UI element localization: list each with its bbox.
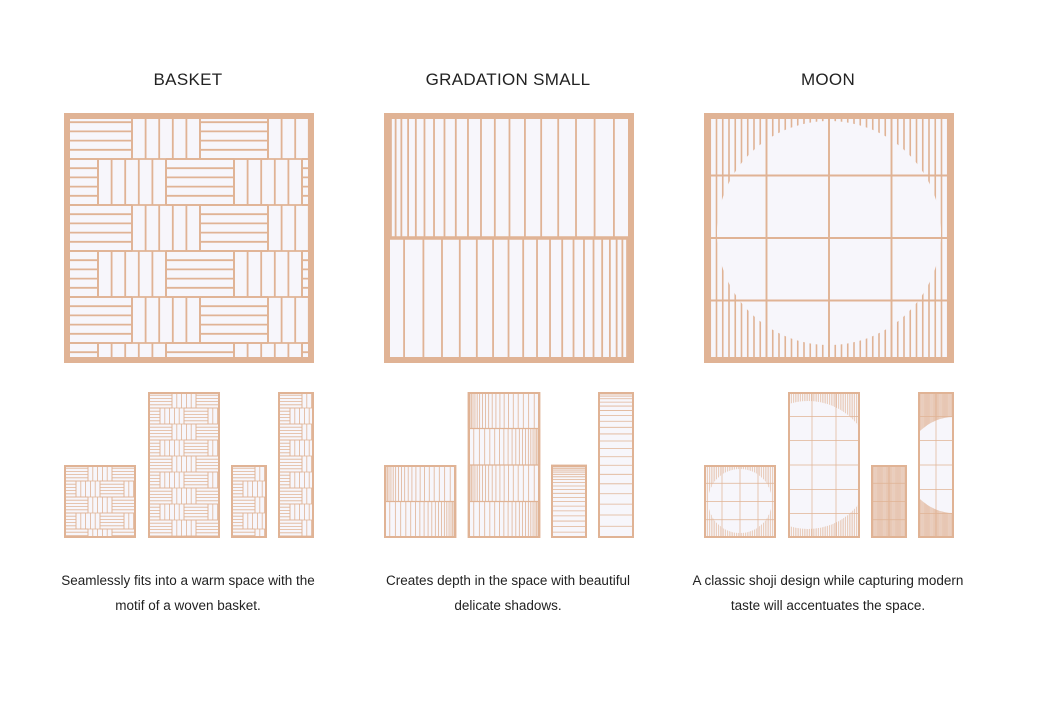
moon-panel-variants — [704, 392, 954, 538]
design-title: MOON — [800, 70, 856, 89]
gradation-pattern-panel — [384, 113, 634, 363]
design-description: Creates depth in the space with beautifu… — [348, 568, 668, 618]
design-title: BASKET — [153, 70, 223, 89]
basket-pattern-panel — [64, 113, 314, 363]
description-line: A classic shoji design while capturing m… — [692, 573, 964, 588]
design-description: Seamlessly fits into a warm space with t… — [28, 568, 348, 618]
basket-panel-variants — [64, 392, 314, 538]
description-line: delicate shadows. — [454, 598, 562, 613]
description-line: motif of a woven basket. — [115, 598, 261, 613]
moon-pattern-panel — [704, 113, 954, 363]
gradation-panel-variants — [384, 392, 634, 538]
design-description: A classic shoji design while capturing m… — [668, 568, 988, 618]
description-line: taste will accentuates the space. — [730, 598, 926, 613]
description-line: Creates depth in the space with beautifu… — [386, 573, 630, 588]
description-line: Seamlessly fits into a warm space with t… — [61, 573, 315, 588]
design-title: GRADATION SMALL — [425, 70, 591, 89]
